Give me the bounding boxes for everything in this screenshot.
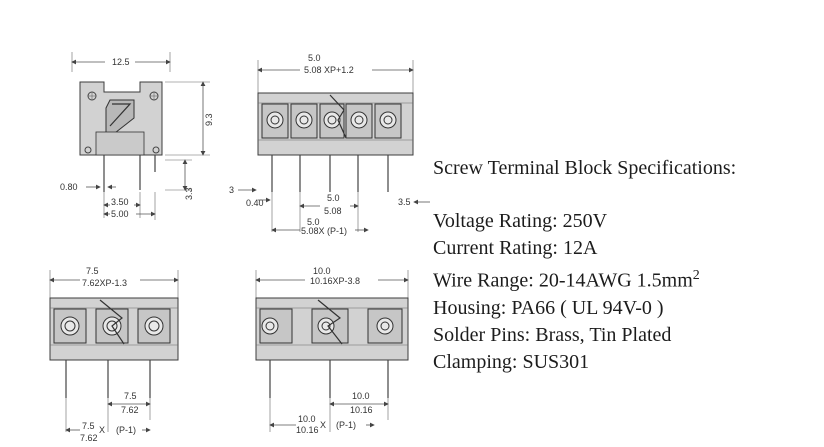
bot10-bottom-b-label: 10.16: [296, 425, 319, 435]
bot10-pitch-label: 10.0: [313, 266, 331, 276]
top5-pin-dia-label: 0.40: [246, 198, 264, 208]
wire-range-text: Wire Range: 20-14AWG 1.5mm: [433, 269, 693, 292]
bot10-overall-label: 10.16XP-3.8: [310, 276, 360, 286]
bot7-bottom-a-label: 7.5: [82, 421, 95, 431]
bot7-bottom-x-label: X: [99, 425, 105, 435]
side-pitch-b-label: 5.00: [111, 209, 129, 219]
front-view-7mm: 7.5 7.62XP-1.3 7.5 7.62 7.5 X 7.62 (P-1): [49, 266, 179, 443]
bot10-bottom-a-label: 10.0: [298, 414, 316, 424]
bot10-mid-b-label: 10.16: [350, 405, 373, 415]
solder-pins: Solder Pins: Brass, Tin Plated: [433, 323, 672, 346]
top5-mid-b-label: 5.08: [324, 206, 342, 216]
front-view-10mm: 10.0 10.16XP-3.8 10.0 10.16 10.0 X 10.16…: [255, 266, 409, 435]
top5-right-dim-label: 3.5: [398, 197, 411, 207]
specifications-panel: Screw Terminal Block Specifications: Vol…: [433, 155, 736, 376]
top5-bottom-b-label: 5.08X (P-1): [301, 226, 347, 236]
top5-mid-a-label: 5.0: [327, 193, 340, 203]
bot7-bottom-b-label: 7.62: [80, 433, 98, 443]
side-pin-length-label: 3.3: [184, 187, 194, 200]
top5-screw-cells: [261, 94, 402, 139]
side-height-label: 9.3: [204, 113, 214, 126]
top5-left-dim-label: 3: [229, 185, 234, 195]
bot10-bottom-c-label: (P-1): [336, 420, 356, 430]
specs-heading: Screw Terminal Block Specifications:: [433, 157, 737, 179]
wire-range-superscript: 2: [692, 268, 700, 283]
side-pitch-a-label: 3.50: [111, 197, 129, 207]
side-pin-offset-label: 0.80: [60, 182, 78, 192]
bot7-bottom-c-label: (P-1): [116, 425, 136, 435]
clamping: Clamping: SUS301: [433, 350, 590, 373]
wire-range: Wire Range: 20-14AWG 1.5mm2: [433, 262, 736, 295]
top5-bottom-a-label: 5.0: [307, 217, 320, 227]
bot7-pitch-label: 7.5: [86, 266, 99, 276]
top5-overall-label: 5.08 XP+1.2: [304, 65, 354, 75]
bot10-bottom-x-label: X: [320, 420, 326, 430]
housing: Housing: PA66 ( UL 94V-0 ): [433, 296, 664, 319]
bot10-mid-a-label: 10.0: [352, 391, 370, 401]
side-view: 12.5 9.3 3.3 0.80: [60, 52, 214, 220]
bot7-overall-label: 7.62XP-1.3: [82, 278, 127, 288]
bot7-mid-a-label: 7.5: [124, 391, 137, 401]
bot7-mid-b-label: 7.62: [121, 405, 139, 415]
front-view-5mm: 5.0 5.08 XP+1.2 3: [229, 53, 430, 236]
current-rating: Current Rating: 12A: [433, 237, 598, 259]
voltage-rating: Voltage Rating: 250V: [433, 210, 608, 232]
side-width-label: 12.5: [112, 57, 130, 67]
top5-pitch-label: 5.0: [308, 53, 321, 63]
